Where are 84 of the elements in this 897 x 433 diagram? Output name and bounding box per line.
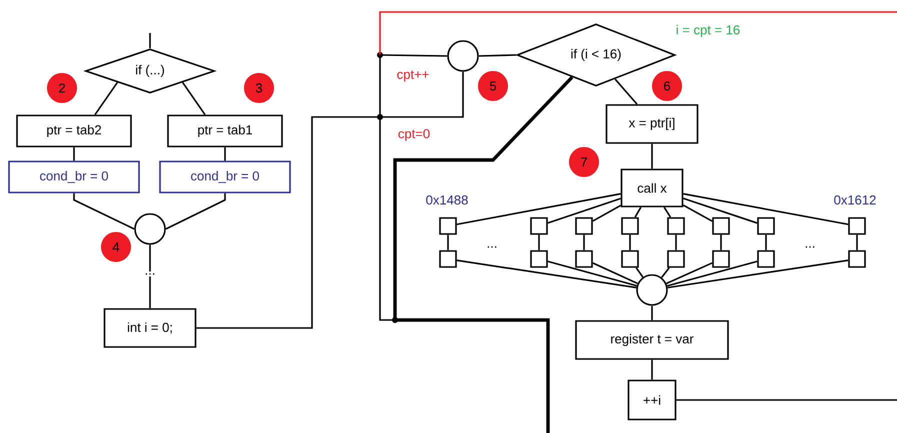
connector-line xyxy=(636,267,644,278)
connector-line xyxy=(379,11,897,57)
merge-circle xyxy=(447,40,479,72)
connector-line xyxy=(149,276,151,308)
callout-number: 4 xyxy=(101,232,131,262)
connector-line xyxy=(651,306,653,320)
connector-line xyxy=(73,147,75,161)
target-square xyxy=(712,217,730,235)
connector-line xyxy=(675,234,677,250)
connector-line xyxy=(614,78,638,105)
connector-line xyxy=(393,76,574,433)
address-label: 0x1488 xyxy=(426,195,468,205)
target-square xyxy=(757,250,775,268)
target-square xyxy=(575,217,593,235)
connector-line xyxy=(548,198,621,224)
connector-line xyxy=(224,147,226,161)
target-square xyxy=(575,250,593,268)
connector-line xyxy=(651,144,653,169)
code-annotation: i = cpt = 16 xyxy=(676,24,740,38)
connector-line xyxy=(94,82,118,116)
connector-line xyxy=(548,260,637,287)
connector-line xyxy=(456,193,621,226)
code-annotation: cpt=0 xyxy=(398,129,430,141)
connector-line xyxy=(765,234,767,250)
target-square xyxy=(621,250,639,268)
connector-line xyxy=(196,72,464,329)
connector-line xyxy=(629,234,631,250)
target-square xyxy=(757,217,775,235)
callout-number: 6 xyxy=(652,71,682,101)
target-square xyxy=(439,250,457,268)
connector-line xyxy=(149,33,151,48)
connector-line xyxy=(73,193,135,230)
target-square xyxy=(530,250,548,268)
process-box: ++i xyxy=(628,380,676,420)
connector-line xyxy=(538,234,540,250)
process-box: register t = var xyxy=(575,320,729,360)
connector-line xyxy=(651,360,653,380)
target-square xyxy=(712,250,730,268)
callout-number: 2 xyxy=(47,73,78,103)
process-box: call x xyxy=(620,168,684,208)
connector-line xyxy=(667,260,758,287)
callout-number: 5 xyxy=(478,71,508,101)
connector-line xyxy=(478,54,516,57)
target-square xyxy=(439,217,457,235)
callout-number: 3 xyxy=(244,73,274,103)
target-square xyxy=(667,250,685,268)
target-square xyxy=(530,217,548,235)
target-square xyxy=(848,250,866,268)
connector-line xyxy=(661,267,670,278)
target-square xyxy=(667,217,685,235)
target-square xyxy=(848,217,866,235)
connector-line xyxy=(149,244,151,272)
connector-line xyxy=(634,206,642,218)
ellipsis: ... xyxy=(488,246,496,248)
connector-line xyxy=(447,234,449,250)
ellipsis: ... xyxy=(146,273,154,275)
connector-line xyxy=(720,234,722,250)
connector-line xyxy=(592,262,638,284)
callout-number: 7 xyxy=(569,147,599,177)
connector-line xyxy=(682,204,713,222)
connector-line xyxy=(182,82,206,116)
connector-line xyxy=(165,193,226,230)
connector-line xyxy=(683,193,848,226)
connector-line xyxy=(583,234,585,250)
connector-line xyxy=(592,204,622,222)
target-square xyxy=(621,217,639,235)
connector-line xyxy=(683,198,758,224)
connector-line xyxy=(666,262,713,284)
connector-line xyxy=(856,234,858,250)
address-label: 0x1612 xyxy=(834,195,876,205)
process-box: ptr = tab1 xyxy=(167,114,283,148)
process-box: int i = 0; xyxy=(104,308,196,348)
process-box: cond_br = 0 xyxy=(159,160,291,194)
code-annotation: cpt++ xyxy=(397,70,429,82)
process-box: x = ptr[i] xyxy=(606,104,698,144)
connector-line xyxy=(664,206,672,218)
ellipsis: ... xyxy=(806,246,814,248)
connector-line xyxy=(676,399,897,401)
process-box: cond_br = 0 xyxy=(8,160,140,194)
process-box: ptr = tab2 xyxy=(16,114,132,148)
connector-line xyxy=(668,260,848,288)
merge-circle xyxy=(134,213,166,245)
connector-line xyxy=(456,260,636,288)
merge-circle xyxy=(636,274,668,306)
